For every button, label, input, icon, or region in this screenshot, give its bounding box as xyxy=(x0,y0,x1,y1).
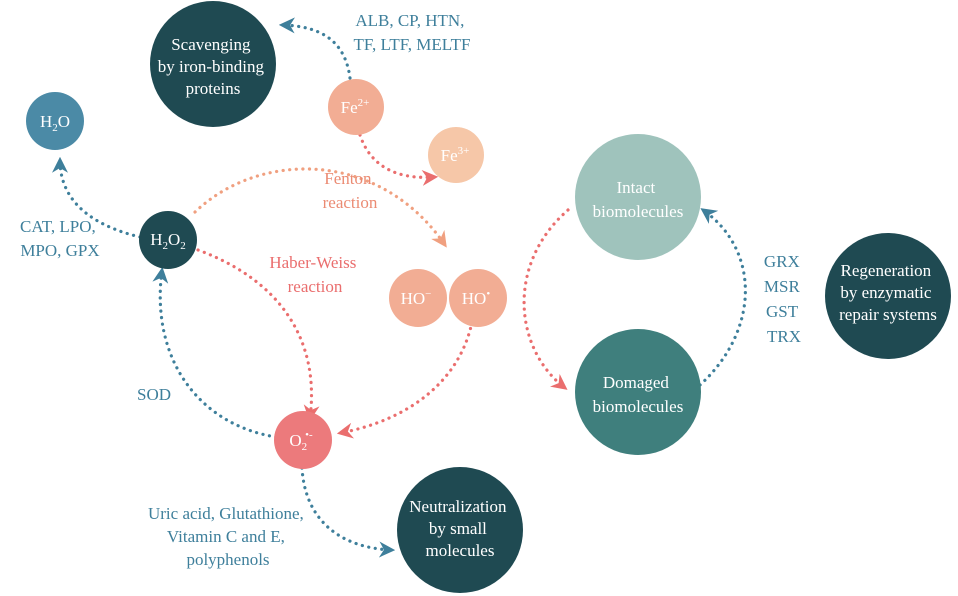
node-h2o: H2O xyxy=(26,92,84,150)
arrow-fenton-reaction xyxy=(193,167,447,248)
neutralization-line3: molecules xyxy=(426,541,495,560)
superoxide-circle xyxy=(274,411,332,469)
node-intact-biomolecules: Intact biomolecules xyxy=(575,134,701,260)
arrow-fe2-to-scavenging xyxy=(278,17,352,80)
damaged-line1: Domaged xyxy=(603,373,670,392)
neutralization-circle xyxy=(397,467,523,593)
intact-circle xyxy=(575,134,701,260)
damaged-circle xyxy=(575,329,701,455)
fe3-circle xyxy=(428,127,484,183)
intact-line1: Intact xyxy=(617,178,656,197)
h2o2-label: H2O2 xyxy=(150,230,186,252)
svg-text:Neutralization by small: Neutralization by small molecules xyxy=(409,497,511,560)
node-fe2: Fe2+ xyxy=(328,79,384,135)
scavenging-line2: by iron-binding xyxy=(158,57,265,76)
neutralization-line2: by small xyxy=(429,519,487,538)
svg-text:Intact biomolecules: Intact biomolecules xyxy=(593,178,684,221)
arrow-damaged-to-intact xyxy=(698,208,747,387)
arrow-ho-to-o2 xyxy=(336,320,474,439)
hydroxyl-radical-circle xyxy=(449,269,507,327)
node-neutralization: Neutralization by small molecules xyxy=(397,467,523,593)
hydroxide-label: HO− xyxy=(401,288,432,308)
hydroxyl-radical-label: HO• xyxy=(462,288,491,308)
superoxide-label: O2•- xyxy=(289,429,313,453)
sod-label: SOD xyxy=(137,385,171,404)
arrow-o2-to-neutralization xyxy=(300,466,396,558)
node-damaged-biomolecules: Domaged biomolecules xyxy=(575,329,701,455)
arrow-h2o2-to-h2o xyxy=(52,156,142,239)
regeneration-line2: by enzymatic xyxy=(840,283,932,302)
regeneration-line1: Regeneration xyxy=(841,261,932,280)
scavenging-line1: Scavenging xyxy=(171,35,251,54)
svg-text:Domaged biomolecules: Domaged biomolecules xyxy=(593,373,684,416)
iron-proteins-label: ALB, CP, HTN, TF, LTF, MELTF xyxy=(354,11,471,54)
node-hydroxyl-radical: HO• xyxy=(449,269,507,327)
peroxidases-label: CAT, LPO, MPO, GPX xyxy=(20,217,100,260)
regeneration-circle xyxy=(825,233,951,359)
regeneration-line3: repair systems xyxy=(839,305,937,324)
h2o-circle xyxy=(26,92,84,150)
svg-text:Regeneration by enzymati: Regeneration by enzymatic repair systems xyxy=(839,261,937,324)
node-superoxide: O2•- xyxy=(274,411,332,469)
intact-line2: biomolecules xyxy=(593,202,684,221)
fe3-label: Fe3+ xyxy=(441,145,470,165)
haber-weiss-label: Haber-Weiss reaction xyxy=(269,253,360,296)
scavenging-circle xyxy=(150,1,276,127)
arrow-intact-to-damaged xyxy=(522,208,570,390)
arrows xyxy=(52,17,747,558)
damaged-line2: biomolecules xyxy=(593,397,684,416)
node-hydroxide: HO− xyxy=(389,269,447,327)
node-h2o2: H2O2 xyxy=(139,211,197,269)
svg-text:Scavenging by iron-bindi: Scavenging by iron-binding proteins xyxy=(158,35,269,98)
fe2-label: Fe2+ xyxy=(341,97,370,117)
small-molecules-label: Uric acid, Glutathione, Vitamin C and E,… xyxy=(148,504,308,569)
fe2-circle xyxy=(328,79,384,135)
arrow-sod xyxy=(152,266,278,439)
neutralization-line1: Neutralization xyxy=(409,497,507,516)
fenton-label: Fenton reaction xyxy=(323,169,378,212)
repair-enzymes-label: GRX MSR GST TRX xyxy=(764,252,804,346)
h2o-label: H2O xyxy=(40,112,70,134)
node-scavenging: Scavenging by iron-binding proteins xyxy=(150,1,276,127)
node-fe3: Fe3+ xyxy=(428,127,484,183)
scavenging-line3: proteins xyxy=(186,79,241,98)
node-regeneration: Regeneration by enzymatic repair systems xyxy=(825,233,951,359)
hydroxide-circle xyxy=(389,269,447,327)
h2o2-circle xyxy=(139,211,197,269)
arrow-haber-weiss xyxy=(196,248,320,422)
